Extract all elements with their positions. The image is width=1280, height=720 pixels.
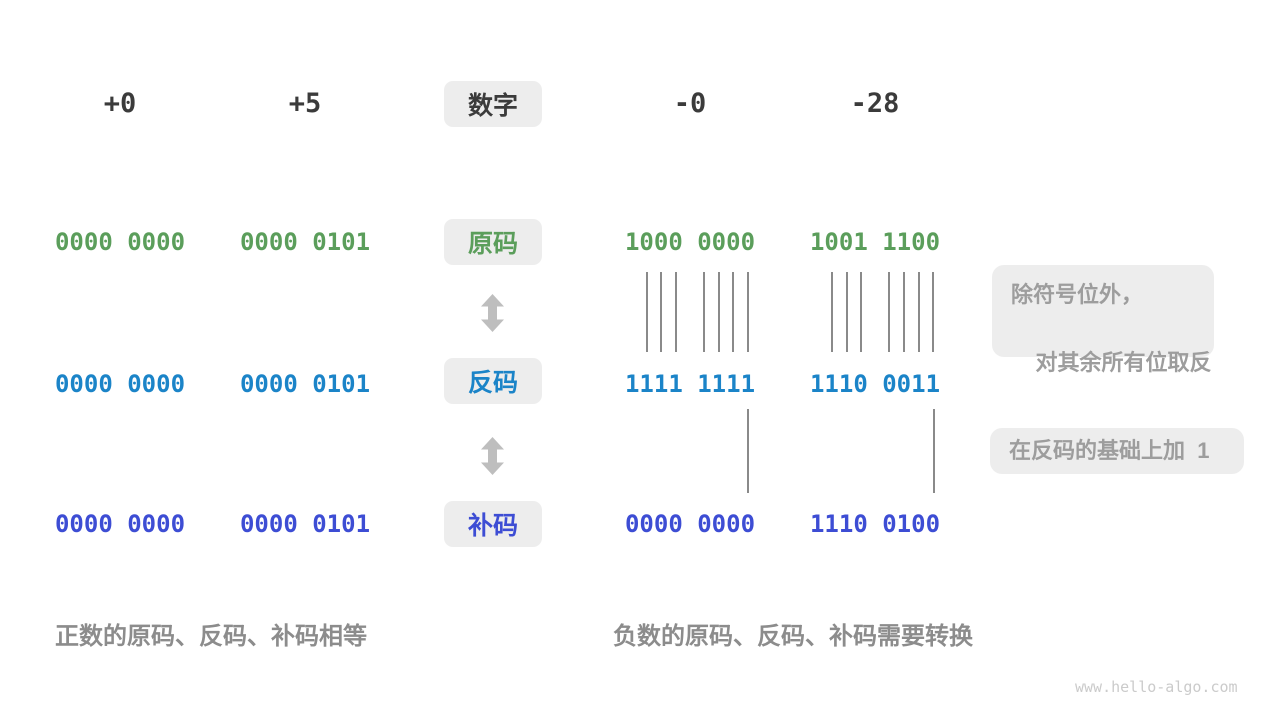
twos-complement-neg-28: 1110 0100 (809, 510, 941, 538)
row-label-ones-complement: 反码 (444, 358, 542, 404)
bit-mapping-line (831, 272, 833, 352)
invert-bits-note: 除符号位外， 对其余所有位取反 (992, 265, 1214, 375)
updown-arrow-icon (481, 294, 504, 332)
bit-mapping-line (888, 272, 890, 352)
watermark: www.hello-algo.com (1075, 678, 1238, 696)
sign-magnitude-neg-zero: 1000 0000 (624, 228, 756, 256)
bit-mapping-line (846, 272, 848, 352)
caption-positive: 正数的原码、反码、补码相等 (55, 623, 367, 650)
bit-mapping-line (732, 272, 734, 352)
caption-negative: 负数的原码、反码、补码需要转换 (613, 623, 973, 650)
row-label-number: 数字 (444, 81, 542, 127)
sign-magnitude-pos-zero: 0000 0000 (54, 228, 186, 256)
row-label-twos-complement: 补码 (444, 501, 542, 547)
twos-complement-pos-zero: 0000 0000 (54, 510, 186, 538)
bit-mapping-line (703, 272, 705, 352)
decimal-negative-zero: -0 (673, 88, 707, 119)
bit-mapping-line (718, 272, 720, 352)
bit-mapping-line (860, 272, 862, 352)
ones-complement-pos-zero: 0000 0000 (54, 370, 186, 398)
bit-mapping-line (660, 272, 662, 352)
bit-mapping-line (646, 272, 648, 352)
add-one-line (747, 409, 749, 493)
decimal-positive-zero: +0 (103, 88, 137, 119)
decimal-negative-28: -28 (850, 88, 900, 119)
twos-complement-neg-zero: 0000 0000 (624, 510, 756, 538)
invert-bits-note-line2: 对其余所有位取反 (1035, 350, 1212, 375)
ones-complement-pos-five: 0000 0101 (239, 370, 371, 398)
bit-mapping-line (903, 272, 905, 352)
sign-magnitude-neg-28: 1001 1100 (809, 228, 941, 256)
sign-magnitude-pos-five: 0000 0101 (239, 228, 371, 256)
invert-bits-note-line1: 除符号位外， (1011, 282, 1144, 307)
ones-complement-neg-zero: 1111 1111 (624, 370, 756, 398)
decimal-positive-five: +5 (288, 88, 322, 119)
bit-mapping-line (918, 272, 920, 352)
add-one-note: 在反码的基础上加 1 (990, 428, 1244, 474)
updown-arrow-icon (481, 437, 504, 475)
bit-mapping-line (747, 272, 749, 352)
twos-complement-pos-five: 0000 0101 (239, 510, 371, 538)
add-one-line (933, 409, 935, 493)
ones-complement-neg-28: 1110 0011 (809, 370, 941, 398)
bit-mapping-line (932, 272, 934, 352)
bit-mapping-line (675, 272, 677, 352)
row-label-sign-magnitude: 原码 (444, 219, 542, 265)
